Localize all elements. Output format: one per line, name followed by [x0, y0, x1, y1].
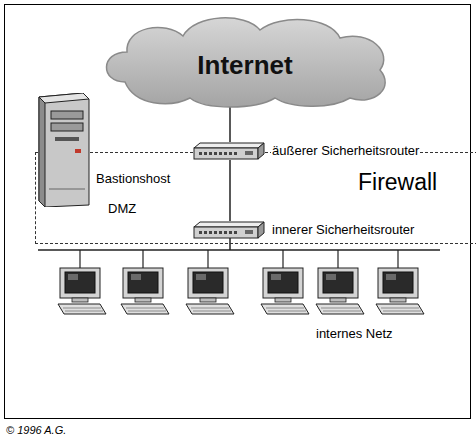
- pc-icon: [186, 268, 234, 314]
- router-node: innerer Sicherheitsrouter: [193, 221, 420, 239]
- pc-icon: [58, 268, 106, 314]
- bus-drop: [229, 238, 231, 250]
- pc-icon: [316, 268, 364, 314]
- server-tower: [31, 93, 91, 207]
- copyright-note: © 1996 A.G.: [6, 424, 66, 436]
- pc-icon: [261, 268, 309, 314]
- cloud-label: Internet: [197, 40, 292, 81]
- connector-line: [229, 160, 231, 221]
- router-icon: [193, 142, 265, 160]
- router-node: äußerer Sicherheitsrouter: [193, 142, 425, 160]
- pc-drops: [80, 250, 398, 268]
- region-title: Firewall: [358, 169, 437, 196]
- pc-icon: [376, 268, 424, 314]
- router-icon: [193, 221, 265, 239]
- firewall-region: FirewallBastionshostäußerer Sicherheitsr…: [35, 152, 476, 244]
- pc-icon: [121, 268, 169, 314]
- frame: [5, 5, 471, 419]
- node-label: innerer Sicherheitsrouter: [271, 222, 415, 238]
- network-label: internes Netz: [316, 326, 393, 341]
- cloud-node: Internet: [95, 12, 395, 108]
- cloud-outline: [106, 18, 385, 107]
- node-label: Bastionshost: [95, 171, 171, 186]
- network-bus: [38, 249, 440, 251]
- zone-label: DMZ: [108, 201, 136, 216]
- bastion-host: Bastionshost: [31, 93, 176, 207]
- node-label: äußerer Sicherheitsrouter: [271, 143, 420, 159]
